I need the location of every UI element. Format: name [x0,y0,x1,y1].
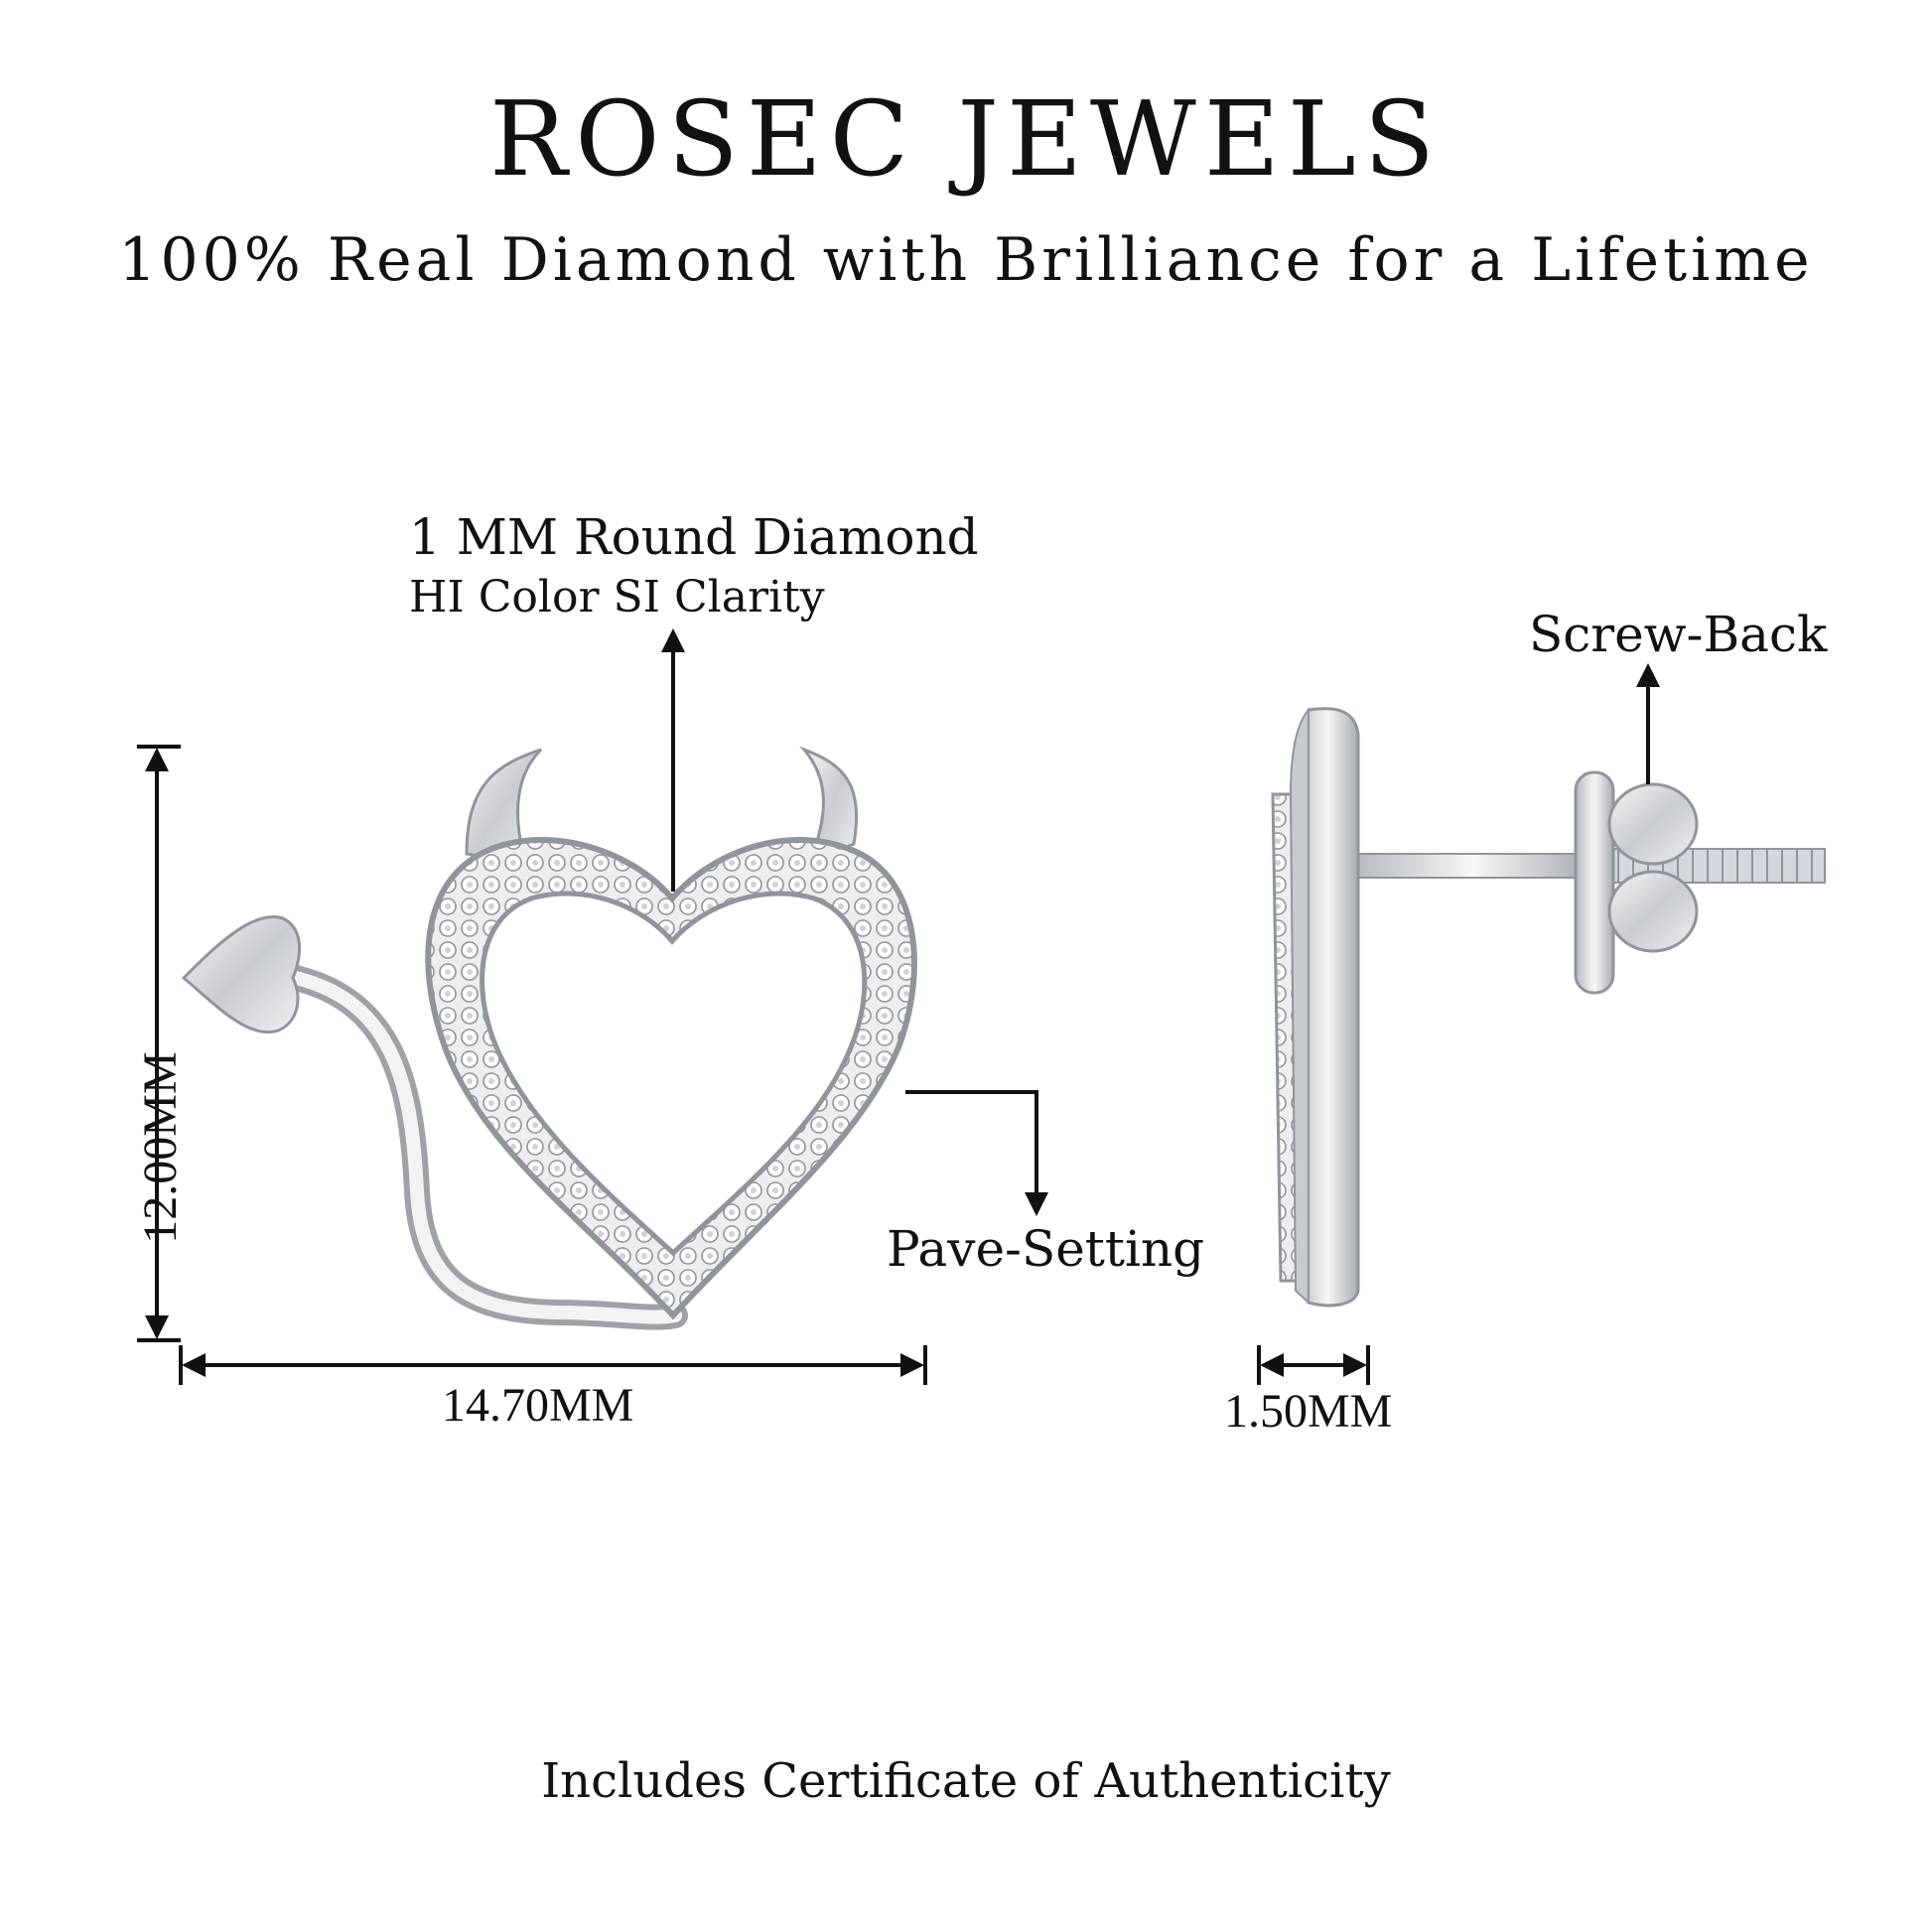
pave-setting-label: Pave-Setting [887,1220,1205,1278]
arrow-down-icon [905,1090,1048,1216]
thickness-dimension-label: 1.50MM [1224,1385,1393,1438]
dimension-lines [137,745,1370,1385]
callout-lines [661,628,1660,1216]
brand-tagline: 100% Real Diamond with Brilliance for a … [118,225,1814,295]
devil-heart-earring-front [181,746,917,1330]
certificate-note: Includes Certificate of Authenticity [541,1753,1391,1809]
screw-back-label: Screw-Back [1529,606,1828,663]
earring-side-view [1271,707,1826,1308]
brand-title: ROSEC JEWELS [488,78,1444,200]
diamond-size-label: 1 MM Round Diamond [409,508,979,566]
diamond-quality-label: HI Color SI Clarity [409,572,825,622]
width-dimension-label: 14.70MM [442,1379,634,1432]
